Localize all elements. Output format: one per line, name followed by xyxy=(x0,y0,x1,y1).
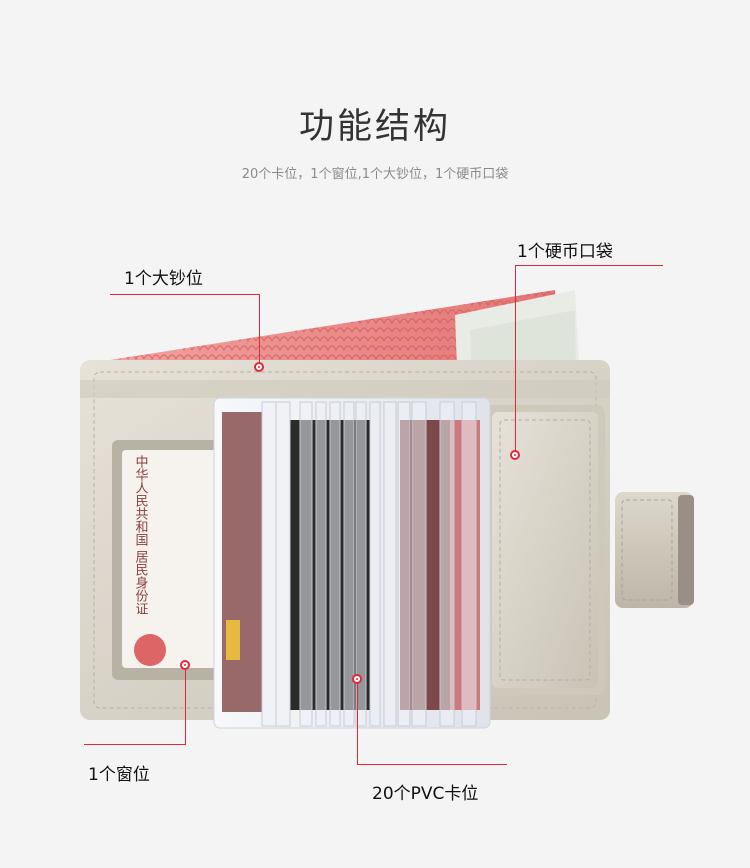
id-window: 中华人民共和国 居民身份证 xyxy=(112,440,228,680)
callout-cards-line-h xyxy=(357,764,507,765)
coin-pocket xyxy=(485,405,605,695)
callout-cards-dot xyxy=(352,674,362,684)
callout-coin-label: 1个硬币口袋 xyxy=(517,242,613,262)
callout-coin-dot xyxy=(510,450,520,460)
callout-bill-label: 1个大钞位 xyxy=(124,269,203,289)
callout-coin-line-v xyxy=(515,265,516,455)
page-title: 功能结构 xyxy=(298,107,451,147)
callout-coin-line-h xyxy=(515,265,663,266)
callout-bill-line-h xyxy=(110,294,260,295)
callout-cards-label: 20个PVC卡位 xyxy=(372,784,479,804)
callout-window-line-h xyxy=(84,744,186,745)
callout-bill-line-v xyxy=(259,294,260,366)
callout-window-label: 1个窗位 xyxy=(88,765,150,785)
card-sleeves xyxy=(213,397,491,729)
callout-window-line-v xyxy=(185,670,186,744)
callout-window-dot xyxy=(180,660,190,670)
callout-cards-line-v xyxy=(357,684,358,764)
callout-bill-dot xyxy=(254,362,264,372)
id-card-text: 中华人民共和国 居民身份证 xyxy=(133,455,149,616)
page-subtitle: 20个卡位，1个窗位,1个大钞位，1个硬币口袋 xyxy=(241,167,509,182)
snap-strap xyxy=(615,492,694,608)
